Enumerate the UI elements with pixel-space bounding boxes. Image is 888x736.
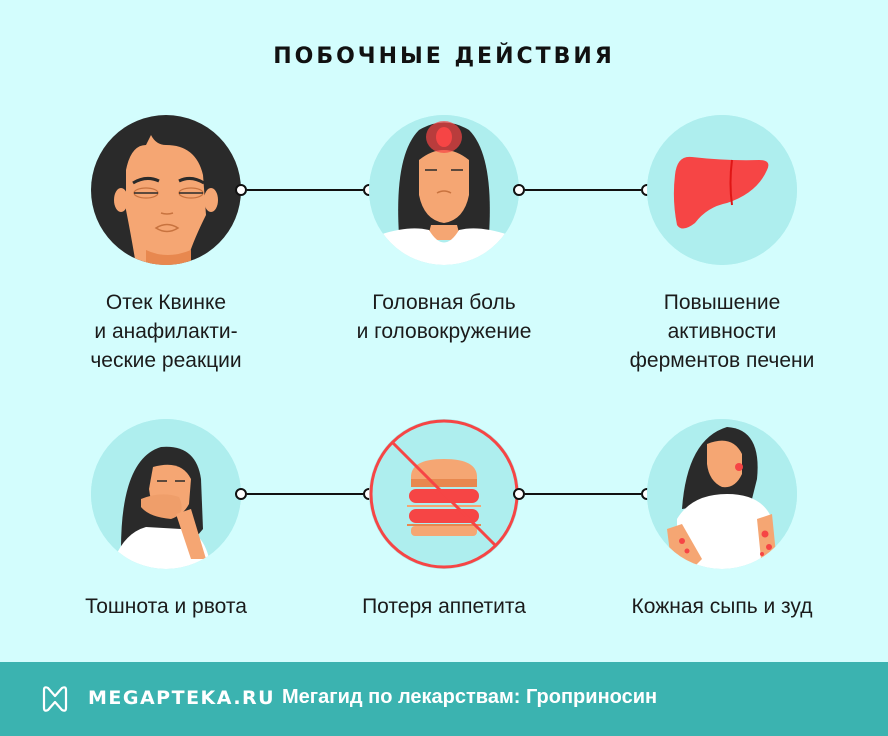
- swollen-face-icon: [91, 115, 241, 265]
- connector-dot: [235, 488, 247, 500]
- connector-line: [247, 493, 363, 495]
- brand-name: MEGAPTEKA.RU: [88, 687, 276, 709]
- connector-line: [525, 493, 641, 495]
- page-title: ПОБОЧНЫЕ ДЕЙСТВИЯ: [273, 44, 615, 69]
- side-effect-label-1: Отек Квинке и анафилакти- ческие реакции: [90, 291, 242, 372]
- footer-caption: Мегагид по лекарствам: Гроприносин: [282, 686, 658, 708]
- connector-line: [247, 189, 363, 191]
- no-burger-icon: [369, 419, 519, 569]
- connector-dot: [513, 184, 525, 196]
- connector-dot: [513, 488, 525, 500]
- megapteka-logo-icon: [42, 686, 68, 712]
- footer-bar: MEGAPTEKA.RU Мегагид по лекарствам: Гроп…: [0, 662, 888, 736]
- side-effect-label-6: Кожная сыпь и зуд: [631, 595, 813, 618]
- connector-dot: [235, 184, 247, 196]
- headache-icon: [369, 115, 519, 265]
- nausea-icon: [91, 419, 241, 569]
- connector-line: [525, 189, 641, 191]
- side-effect-label-4: Тошнота и рвота: [85, 595, 247, 618]
- side-effect-label-3: Повышение активности ферментов печени: [629, 291, 815, 372]
- side-effect-label-2: Головная боль и головокружение: [356, 291, 532, 343]
- rash-icon: [647, 419, 797, 569]
- liver-icon: [647, 115, 797, 265]
- side-effect-label-5: Потеря аппетита: [362, 595, 526, 618]
